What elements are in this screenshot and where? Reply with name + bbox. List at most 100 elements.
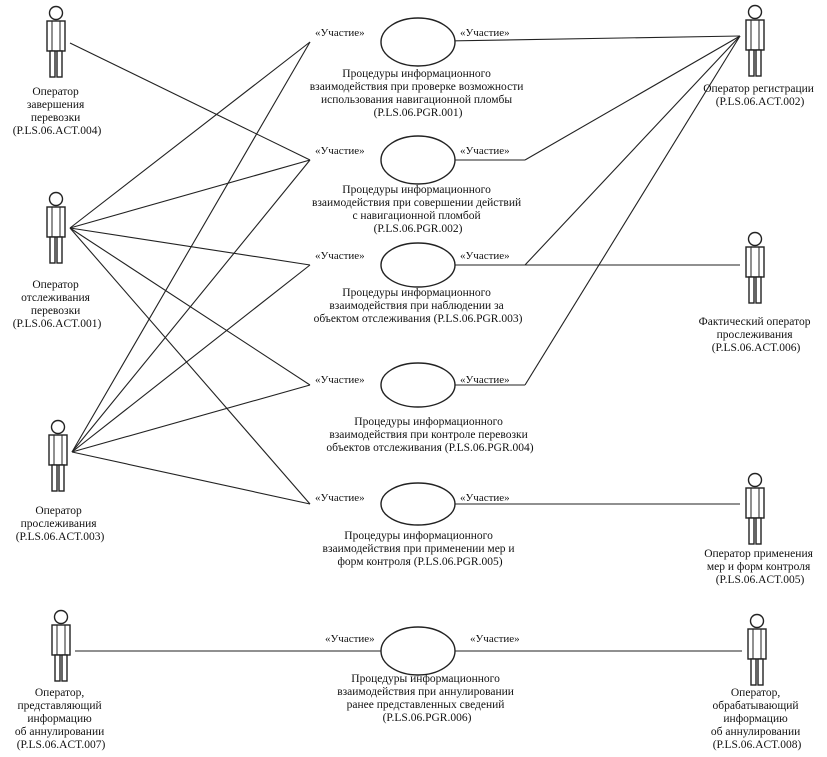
- association-act001-pgr003: [69, 227, 311, 266]
- actor-act005-line: (P.LS.06.ACT.005): [716, 574, 805, 586]
- actor-act008-line: Оператор,: [731, 687, 780, 699]
- usecase-pgr006-line: (P.LS.06.PGR.006): [383, 712, 472, 724]
- usecase-pgr002-line: (P.LS.06.PGR.002): [374, 223, 463, 235]
- association-act003-pgr005: [71, 451, 311, 505]
- association-pgr004-act002-b: [524, 35, 741, 386]
- usecase-pgr006-ellipse[interactable]: [380, 626, 456, 676]
- usecase-pgr005-line: Процедуры информационного: [344, 530, 493, 542]
- actor-act004-line: перевозки: [31, 112, 81, 124]
- association-act001-pgr002: [69, 159, 311, 229]
- actor-act001-line: Оператор: [32, 279, 79, 291]
- usecase-pgr004-label: Процедуры информационного взаимодействия…: [326, 416, 533, 454]
- usecase-pgr001-line: (P.LS.06.PGR.001): [374, 107, 463, 119]
- usecase-pgr004-line: Процедуры информационного: [354, 416, 503, 428]
- usecase-pgr004-ellipse[interactable]: [380, 362, 456, 408]
- actor-act001-figure[interactable]: [46, 191, 66, 264]
- actor-act006-figure[interactable]: [745, 231, 765, 304]
- usecase-pgr005-ellipse[interactable]: [380, 482, 456, 526]
- usecase-pgr002-line: с навигационной пломбой: [352, 210, 480, 222]
- association-act003-pgr001: [71, 41, 311, 453]
- actor-captions: Оператор завершения перевозки (P.LS.06.A…: [13, 83, 817, 751]
- actor-act004-figure[interactable]: [46, 5, 66, 78]
- actor-act002-line: (P.LS.06.ACT.002): [716, 96, 805, 108]
- actor-act006-line: (P.LS.06.ACT.006): [712, 342, 801, 354]
- actor-act005-figure[interactable]: [745, 472, 765, 545]
- usecase-pgr002-line: Процедуры информационного: [342, 184, 491, 196]
- participation-label: «Участие»: [460, 374, 510, 386]
- actor-act008-line: об аннулировании: [711, 726, 800, 738]
- usecase-pgr003-ellipse[interactable]: [380, 242, 456, 288]
- usecase-pgr002-line: взаимодействия при совершении действий: [312, 197, 521, 209]
- usecase-pgr005-label: Процедуры информационного взаимодействия…: [323, 530, 518, 568]
- usecase-pgr005-line: взаимодействия при применении мер и: [323, 543, 515, 555]
- actor-act005-label: Оператор применения мер и форм контроля …: [704, 548, 816, 586]
- usecase-pgr003-label: Процедуры информационного взаимодействия…: [314, 287, 523, 325]
- association-act003-pgr003: [71, 264, 311, 453]
- association-pgr003-act002: [524, 35, 741, 266]
- usecase-pgr004-line: взаимодействия при контроле перевозки: [329, 429, 528, 441]
- actor-act003-label: Оператор прослеживания (P.LS.06.ACT.003): [16, 505, 105, 543]
- usecase-pgr006-label: Процедуры информационного взаимодействия…: [337, 673, 517, 724]
- usecase-pgr001-line: использования навигационной пломбы: [321, 94, 512, 106]
- actor-act007-line: об аннулировании: [15, 726, 104, 738]
- usecase-pgr001-label: Процедуры информационного взаимодействия…: [310, 68, 527, 119]
- association-pgr002-act002-b: [524, 35, 741, 161]
- association-act001-pgr001: [69, 41, 311, 229]
- actor-act001-label: Оператор отслеживания перевозки (P.LS.06…: [13, 279, 102, 330]
- usecase-pgr003-line: взаимодействия при наблюдении за: [329, 300, 503, 312]
- association-act001-pgr005: [69, 227, 311, 505]
- actor-act004-label: Оператор завершения перевозки (P.LS.06.A…: [13, 86, 102, 137]
- usecase-pgr002-label: Процедуры информационного взаимодействия…: [312, 184, 524, 235]
- usecase-pgr005-line: форм контроля (P.LS.06.PGR.005): [337, 556, 502, 568]
- actor-act008-figure[interactable]: [747, 613, 767, 686]
- actor-act007-line: Оператор,: [35, 687, 84, 699]
- actor-act001-line: перевозки: [31, 305, 81, 317]
- actor-act003-line: прослеживания: [21, 518, 98, 530]
- participation-label: «Участие»: [460, 27, 510, 39]
- actor-act008-label: Оператор, обрабатывающий информацию об а…: [711, 687, 803, 751]
- actor-act006-line: прослеживания: [717, 329, 794, 341]
- participation-labels: «Участие» «Участие» «Участие» «Участие» …: [315, 27, 520, 645]
- usecase-shapes: [380, 17, 456, 676]
- usecase-pgr003-line: Процедуры информационного: [342, 287, 491, 299]
- participation-label: «Участие»: [460, 145, 510, 157]
- usecase-pgr006-line: Процедуры информационного: [351, 673, 500, 685]
- usecase-pgr001-line: Процедуры информационного: [342, 68, 491, 80]
- actor-act002-label: Оператор регистрации (P.LS.06.ACT.002): [703, 83, 817, 108]
- actor-act005-line: мер и форм контроля: [707, 561, 811, 573]
- participation-label: «Участие»: [315, 27, 365, 39]
- actor-act005-line: Оператор применения: [704, 548, 813, 560]
- association-act004-pgr002: [69, 42, 311, 161]
- participation-label: «Участие»: [315, 492, 365, 504]
- actor-act008-line: информацию: [723, 713, 788, 725]
- actor-act002-figure[interactable]: [745, 4, 765, 77]
- actor-act007-label: Оператор, представляющий информацию об а…: [15, 687, 107, 751]
- actor-act008-line: (P.LS.06.ACT.008): [713, 739, 802, 751]
- participation-label: «Участие»: [470, 633, 520, 645]
- participation-label: «Участие»: [315, 374, 365, 386]
- participation-label: «Участие»: [315, 145, 365, 157]
- actor-act006-label: Фактический оператор прослеживания (P.LS…: [699, 316, 814, 354]
- actor-act004-line: завершения: [27, 99, 85, 111]
- usecase-pgr001-line: взаимодействия при проверке возможности: [310, 81, 524, 93]
- actor-act007-line: информацию: [27, 713, 92, 725]
- usecase-pgr002-ellipse[interactable]: [380, 135, 456, 185]
- usecase-pgr004-line: объектов отслеживания (P.LS.06.PGR.004): [326, 442, 533, 454]
- usecase-pgr006-line: ранее представленных сведений: [347, 699, 505, 711]
- actor-act007-figure[interactable]: [51, 609, 71, 682]
- participation-label: «Участие»: [460, 250, 510, 262]
- association-act003-pgr004: [71, 384, 311, 453]
- actor-act007-line: представляющий: [17, 700, 101, 712]
- actor-act008-line: обрабатывающий: [713, 700, 799, 712]
- usecase-pgr001-ellipse[interactable]: [380, 17, 456, 67]
- participation-label: «Участие»: [315, 250, 365, 262]
- actor-act003-line: Оператор: [35, 505, 82, 517]
- association-act003-pgr002: [71, 159, 311, 453]
- actor-act003-line: (P.LS.06.ACT.003): [16, 531, 105, 543]
- actor-act003-figure[interactable]: [48, 419, 68, 492]
- actor-act001-line: отслеживания: [21, 292, 91, 304]
- participation-label: «Участие»: [460, 492, 510, 504]
- usecase-pgr003-line: объектом отслеживания (P.LS.06.PGR.003): [314, 313, 523, 325]
- actor-act001-line: (P.LS.06.ACT.001): [13, 318, 102, 330]
